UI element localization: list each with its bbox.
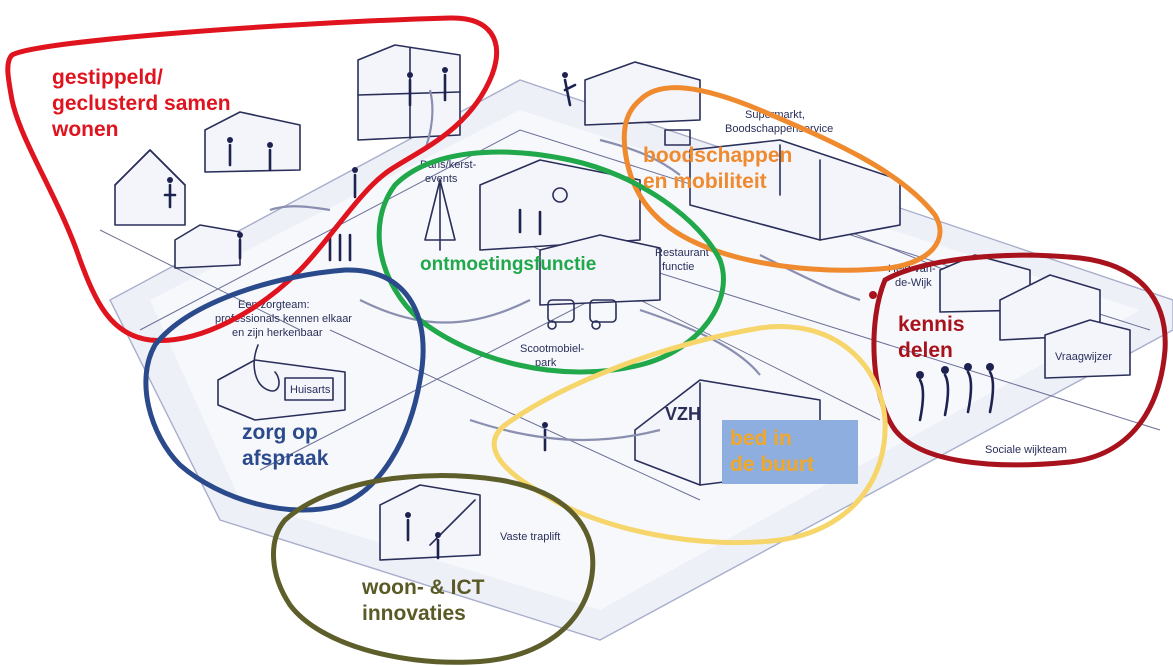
label-bed: bed in de buurt xyxy=(730,427,814,476)
outline-boodschappen xyxy=(621,85,943,273)
label-zorg: zorg op afspraak xyxy=(242,421,329,470)
hero-label-2: de-Wijk xyxy=(895,277,932,289)
people-figures xyxy=(163,67,995,560)
gp-sign: Huisarts xyxy=(290,384,331,396)
label-samen-wonen: gestippeld/ geclusterd samen wonen xyxy=(52,66,231,141)
scooter-park-label-2: park xyxy=(535,357,557,369)
hospital-sign: VZH xyxy=(665,404,701,424)
care-team-label-3: en zijn herkenbaar xyxy=(232,327,323,339)
outline-zorg xyxy=(143,267,426,513)
houses-cluster xyxy=(114,44,461,269)
events-label: events xyxy=(425,173,458,185)
restaurant-label: Restaurant xyxy=(655,247,709,259)
label-kennis: kennis delen xyxy=(898,313,965,362)
outline-ontmoeting xyxy=(376,149,726,375)
scooter-park-label: Scootmobiel- xyxy=(520,343,585,355)
stairlift-label: Vaste traplift xyxy=(500,531,560,543)
vraagwijzer-label: Vraagwijzer xyxy=(1055,351,1112,363)
bed-label-box: bed in de buurt xyxy=(722,420,858,484)
outline-kennis xyxy=(871,252,1168,468)
label-boodschappen: boodschappen en mobiliteit xyxy=(643,144,793,193)
outline-woon-ict xyxy=(271,473,596,665)
label-woon-ict: woon- & ICT innovaties xyxy=(362,576,485,625)
care-team-label-2: professionals kennen elkaar xyxy=(215,313,352,325)
stairlift-home: Vaste traplift xyxy=(379,484,560,561)
outline-samen-wonen xyxy=(5,15,499,343)
neighbourhood-houses: Vraagwijzer Held-van- de-Wijk Sociale wi… xyxy=(888,254,1131,456)
restaurant-function-label: functie xyxy=(662,261,694,273)
social-team-label: Sociale wijkteam xyxy=(985,444,1067,456)
label-ontmoeting: ontmoetingsfunctie xyxy=(420,254,597,275)
scooter-park: Scootmobiel- park xyxy=(520,299,617,369)
category-outlines xyxy=(5,15,1168,665)
